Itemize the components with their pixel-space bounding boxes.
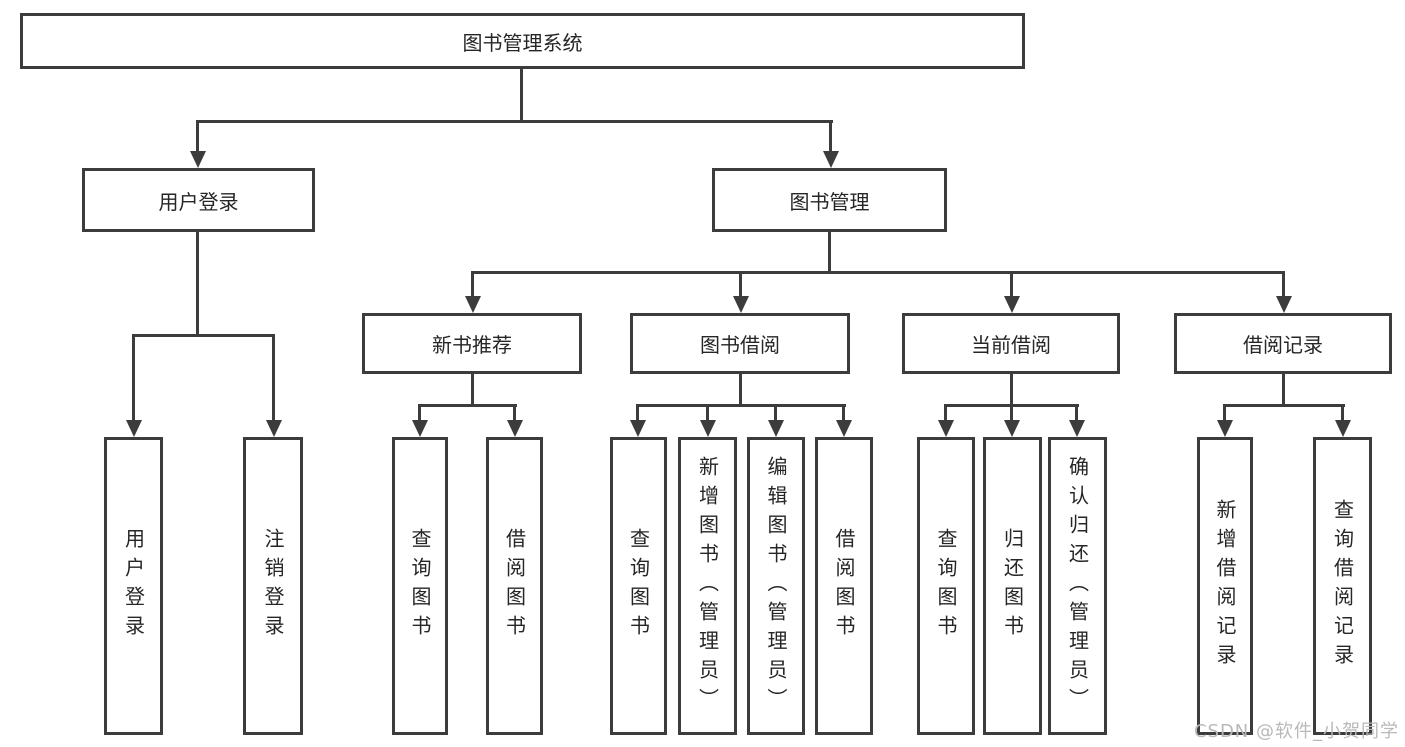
- node-leaf-borrowing-borrow-books-label: 借阅图书: [832, 528, 856, 644]
- connector-line: [196, 120, 199, 154]
- arrowhead-down-icon: [1004, 420, 1020, 437]
- arrowhead-down-icon: [836, 420, 852, 437]
- node-leaf-confirm-return-admin: 确认归还（管理员）: [1048, 437, 1107, 735]
- arrowhead-down-icon: [266, 420, 282, 437]
- arrowhead-down-icon: [1069, 420, 1085, 437]
- connector-line: [196, 120, 833, 123]
- arrowhead-down-icon: [1335, 420, 1351, 437]
- connector-line: [842, 404, 845, 423]
- connector-line: [471, 271, 474, 298]
- csdn-watermark: CSDN @软件_小贺同学: [1193, 721, 1399, 742]
- node-leaf-recommend-query-books-label: 查询图书: [408, 528, 432, 644]
- arrowhead-down-icon: [126, 420, 142, 437]
- connector-line: [739, 271, 742, 298]
- node-leaf-recommend-borrow-books-label: 借阅图书: [502, 528, 527, 644]
- node-leaf-current-query-books-label: 查询图书: [934, 528, 958, 644]
- connector-line: [828, 232, 831, 274]
- arrowhead-down-icon: [412, 420, 428, 437]
- connector-line: [1010, 374, 1013, 407]
- node-book-borrowing: 图书借阅: [630, 313, 850, 374]
- node-user-login-label: 用户登录: [158, 189, 239, 214]
- connector-line: [418, 404, 517, 407]
- node-user-login: 用户登录: [82, 168, 315, 232]
- node-root-label: 图书管理系统: [462, 30, 583, 55]
- arrowhead-down-icon: [938, 420, 954, 437]
- arrowhead-down-icon: [190, 151, 206, 168]
- connector-line: [1223, 404, 1226, 423]
- connector-line: [1282, 271, 1285, 298]
- arrowhead-down-icon: [1004, 296, 1020, 313]
- node-leaf-recommend-borrow-books: 借阅图书: [486, 437, 543, 735]
- connector-line: [1075, 404, 1078, 423]
- connector-line: [513, 404, 516, 423]
- connector-line: [636, 404, 639, 423]
- node-leaf-add-borrow-record: 新增借阅记录: [1197, 437, 1253, 735]
- connector-line: [418, 404, 421, 423]
- node-current-borrowing: 当前借阅: [902, 313, 1120, 374]
- connector-line: [1282, 374, 1285, 407]
- node-root: 图书管理系统: [20, 13, 1025, 69]
- node-leaf-add-books-admin: 新增图书（管理员）: [678, 437, 737, 735]
- node-leaf-user-login: 用户登录: [104, 437, 163, 735]
- node-leaf-logout-label: 注销登录: [261, 528, 285, 644]
- node-leaf-user-login-label: 用户登录: [121, 528, 146, 644]
- node-leaf-borrowing-query-books: 查询图书: [610, 437, 667, 735]
- node-current-borrowing-label: 当前借阅: [971, 333, 1051, 357]
- node-leaf-logout: 注销登录: [243, 437, 303, 735]
- connector-line: [132, 334, 135, 422]
- node-leaf-query-borrow-record-label: 查询借阅记录: [1330, 499, 1355, 673]
- connector-line: [196, 232, 199, 337]
- connector-line: [1341, 404, 1344, 423]
- arrowhead-down-icon: [465, 296, 481, 313]
- connector-line: [774, 404, 777, 423]
- connector-line: [1010, 271, 1013, 298]
- node-leaf-borrowing-borrow-books: 借阅图书: [815, 437, 873, 735]
- arrowhead-down-icon: [1217, 420, 1233, 437]
- arrowhead-down-icon: [823, 151, 839, 168]
- connector-line: [471, 271, 1284, 274]
- node-leaf-borrowing-query-books-label: 查询图书: [626, 528, 651, 644]
- connector-line: [739, 374, 742, 407]
- node-leaf-query-borrow-record: 查询借阅记录: [1313, 437, 1372, 735]
- node-book-management: 图书管理: [712, 168, 947, 232]
- connector-line: [636, 404, 846, 407]
- node-new-book-recommend-label: 新书推荐: [432, 333, 512, 357]
- connector-line: [471, 374, 474, 407]
- connector-line: [944, 404, 947, 423]
- node-leaf-return-books-label: 归还图书: [1000, 528, 1025, 644]
- node-leaf-add-borrow-record-label: 新增借阅记录: [1213, 499, 1237, 673]
- arrowhead-down-icon: [630, 420, 646, 437]
- node-borrowing-records-label: 借阅记录: [1243, 333, 1323, 357]
- connector-line: [132, 334, 275, 337]
- node-leaf-confirm-return-admin-label: 确认归还（管理员）: [1065, 455, 1090, 717]
- node-leaf-add-books-admin-label: 新增图书（管理员）: [695, 455, 720, 717]
- arrowhead-down-icon: [1276, 296, 1292, 313]
- connector-line: [1223, 404, 1345, 407]
- arrowhead-down-icon: [768, 420, 784, 437]
- arrowhead-down-icon: [700, 420, 716, 437]
- node-book-borrowing-label: 图书借阅: [700, 333, 780, 357]
- node-leaf-edit-books-admin: 编辑图书（管理员）: [747, 437, 805, 735]
- arrowhead-down-icon: [733, 296, 749, 313]
- node-new-book-recommend: 新书推荐: [362, 313, 582, 374]
- connector-line: [829, 120, 832, 154]
- node-borrowing-records: 借阅记录: [1174, 313, 1392, 374]
- node-leaf-edit-books-admin-label: 编辑图书（管理员）: [764, 455, 788, 717]
- connector-line: [1010, 404, 1013, 423]
- connector-line: [272, 334, 275, 422]
- node-leaf-recommend-query-books: 查询图书: [392, 437, 448, 735]
- node-book-management-label: 图书管理: [789, 189, 870, 214]
- node-leaf-current-query-books: 查询图书: [917, 437, 975, 735]
- connector-line: [520, 69, 523, 122]
- arrowhead-down-icon: [507, 420, 523, 437]
- connector-line: [706, 404, 709, 423]
- node-leaf-return-books: 归还图书: [983, 437, 1042, 735]
